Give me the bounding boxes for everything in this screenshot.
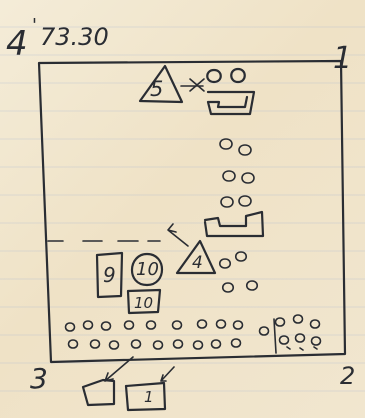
circle-group-2b [242, 173, 254, 183]
side-circle-b [236, 252, 247, 261]
board-outline [39, 61, 345, 362]
header-tick: ' [32, 15, 37, 36]
top-circle-a [207, 70, 221, 82]
bottom-flag-shape [83, 380, 114, 405]
corner-label-top-left: 4 [6, 24, 28, 64]
square-10-number: 10 [134, 294, 153, 312]
marker-top-arrow [181, 79, 204, 91]
side-circle-d [247, 281, 258, 290]
corner-label-bottom-right: 2 [340, 362, 355, 390]
corner-label-bottom-left: 3 [30, 362, 48, 395]
triangle-5-number: 5 [150, 77, 163, 101]
circle-group-3a [221, 197, 233, 207]
boat-shape-top [208, 92, 254, 114]
boat-shape-mid [205, 212, 263, 236]
triangle-4-arrow [168, 224, 188, 246]
circle-group-1a [220, 139, 232, 149]
circle-group-1b [239, 145, 251, 155]
bottom-circle-rows [66, 320, 243, 349]
side-circle-a [220, 259, 231, 268]
corner-label-top-right: 1 [333, 41, 352, 76]
rect-9-number: 9 [103, 263, 116, 287]
triangle-4-number: 4 [192, 253, 203, 273]
bottom-box-number: 1 [144, 388, 154, 406]
circle-group-3b [239, 196, 251, 206]
side-circle-c [223, 283, 234, 292]
circle-group-2a [223, 171, 235, 181]
header-note: 73.30 [40, 23, 109, 51]
top-circle-b [231, 69, 245, 82]
bottom-arrow-right [161, 367, 174, 381]
circle-10-number: 10 [136, 259, 159, 280]
bottom-right-cluster [260, 315, 321, 353]
